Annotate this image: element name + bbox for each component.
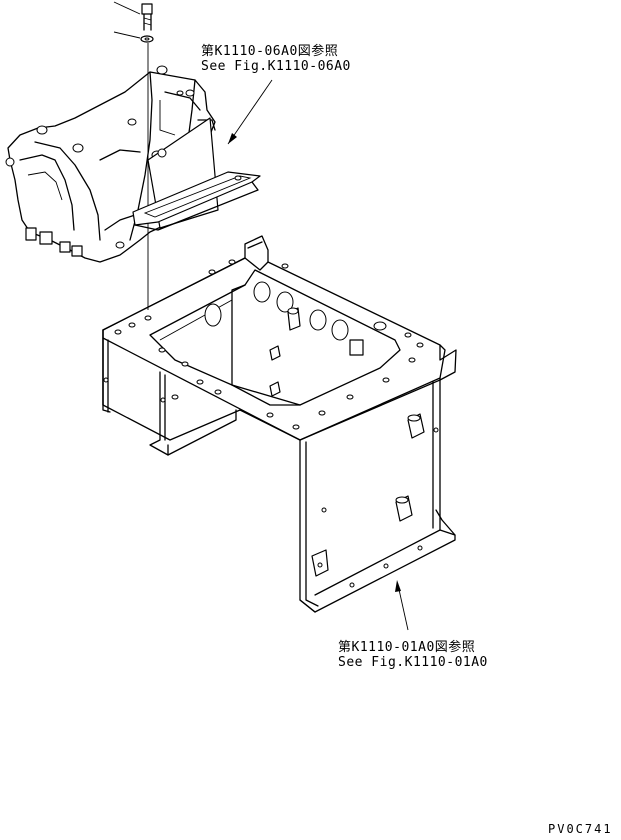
bolt: [113, 1, 153, 31]
callout-english-text: See Fig.K1110-06A0: [201, 59, 351, 74]
reference-callout-frame: 第K1110-01A0図参照 See Fig.K1110-01A0: [338, 640, 488, 670]
reference-callout-console: 第K1110-06A0図参照 See Fig.K1110-06A0: [201, 44, 351, 74]
drawing-code: PV0C741: [548, 822, 613, 836]
washer: [113, 31, 154, 43]
callout-japanese-text: 第K1110-01A0図参照: [338, 640, 476, 655]
main-frame: [102, 235, 457, 613]
callout-english-text: See Fig.K1110-01A0: [338, 655, 488, 670]
callout-japanese-text: 第K1110-06A0図参照: [201, 44, 339, 59]
console-bracket: [5, 65, 261, 263]
